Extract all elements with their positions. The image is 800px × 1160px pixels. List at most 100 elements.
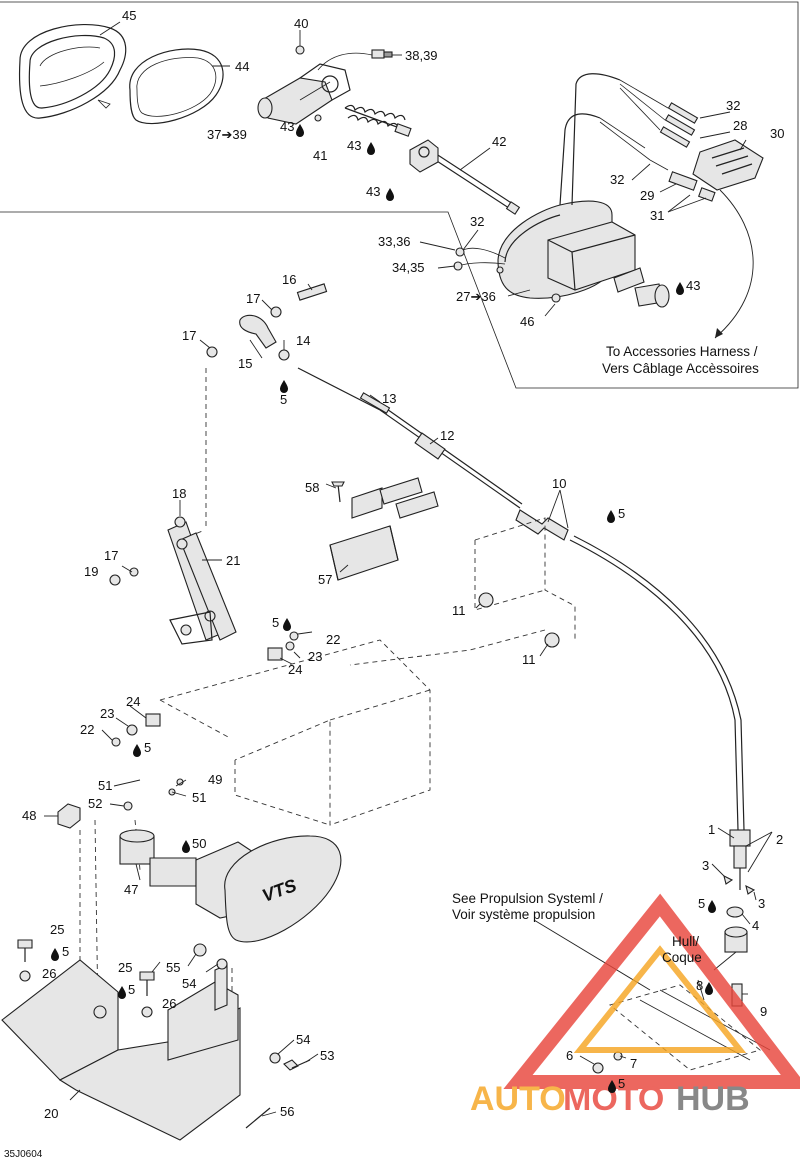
callout-label: 12: [440, 428, 454, 443]
callout-label: 53: [320, 1048, 334, 1063]
callout-label: 15: [238, 356, 252, 371]
shift-cable: [297, 367, 751, 847]
callout-label: 56: [280, 1104, 294, 1119]
callout-label: 24: [288, 662, 302, 677]
callout-label: 43: [280, 119, 294, 134]
callout-label: 45: [122, 8, 136, 23]
screw-part: [295, 45, 305, 55]
callout-label: 5: [280, 392, 287, 407]
callout-label: 3: [758, 896, 765, 911]
gauge-housing-part: [18, 23, 127, 119]
callout-label: 54: [182, 976, 196, 991]
watermark-logo: AUTO MOTO HUB: [470, 893, 800, 1118]
callout-label: 16: [282, 272, 296, 287]
callout-label: 33,36: [378, 234, 411, 249]
callout-label: 54: [296, 1032, 310, 1047]
callout-label: 38,39: [405, 48, 438, 63]
callout-label: 30: [770, 126, 784, 141]
callout-label: 11: [522, 652, 536, 667]
droplet-icon: [608, 1080, 616, 1093]
fastener-parts: [57, 567, 560, 829]
callout-label: 32: [470, 214, 484, 229]
accessories-note-line2: Vers Câblage Accèssoires: [602, 361, 759, 376]
callout-label: 58: [305, 480, 319, 495]
propulsion-note-line2: Voir système propulsion: [452, 907, 595, 922]
callout-label: 32: [726, 98, 740, 113]
callout-label: 43: [347, 138, 361, 153]
droplet-icon: [51, 948, 59, 961]
shaft-part: [409, 139, 521, 215]
callout-label: 51: [98, 778, 112, 793]
module-part: [329, 477, 439, 581]
callout-label: 44: [235, 59, 249, 74]
callout-label: 5: [128, 982, 135, 997]
callout-label: 37➔39: [207, 127, 247, 142]
callout-label: 46: [520, 314, 534, 329]
connector-parts: [599, 79, 764, 202]
callout-label: 52: [88, 796, 102, 811]
callout-label: 17: [246, 291, 260, 306]
hull-note-line2: Coque: [662, 950, 702, 965]
motor-part: [257, 63, 351, 125]
callout-label: 41: [313, 148, 327, 163]
callout-label: 26: [42, 966, 56, 981]
droplet-icon: [296, 124, 304, 137]
inset-frame: [0, 1, 799, 389]
callout-label: 43: [366, 184, 380, 199]
hull-note-line1: Hull/: [672, 934, 699, 949]
callout-label: 5: [272, 615, 279, 630]
propulsion-note-line1: See Propulsion Systeml /: [452, 891, 603, 906]
callout-label: 49: [208, 772, 222, 787]
callout-label: 43: [686, 278, 700, 293]
callout-label: 18: [172, 486, 186, 501]
callout-label: 22: [326, 632, 340, 647]
mount-bracket-part: [1, 959, 241, 1141]
droplet-icon: [283, 618, 291, 631]
callout-label: 34,35: [392, 260, 425, 275]
callout-label: 13: [382, 391, 396, 406]
droplet-icon: [118, 986, 126, 999]
linkage-top-parts: [206, 283, 328, 361]
spring-part: [344, 104, 412, 137]
callout-label: 21: [226, 553, 240, 568]
callout-label: 8: [696, 978, 703, 993]
droplet-icon: [133, 744, 141, 757]
callout-label: 14: [296, 333, 310, 348]
callout-label: 40: [294, 16, 308, 31]
bracket-assembly: [79, 368, 576, 1020]
lever-part: [167, 516, 237, 645]
callout-label: 22: [80, 722, 94, 737]
callout-label: 28: [733, 118, 747, 133]
callout-label: 20: [44, 1106, 58, 1121]
callout-label: 5: [62, 944, 69, 959]
callout-label: 7: [630, 1056, 637, 1071]
droplet-icon: [676, 282, 684, 295]
callout-label: 55: [166, 960, 180, 975]
callout-label: 3: [702, 858, 709, 873]
callout-label: 1: [708, 822, 715, 837]
vts-switch-assembly: VTS: [119, 829, 342, 943]
callout-label: 24: [126, 694, 140, 709]
actuator-assembly: [497, 73, 670, 308]
callout-label: 32: [610, 172, 624, 187]
callout-label: 57: [318, 572, 332, 587]
callout-label: 2: [776, 832, 783, 847]
callout-label: 9: [760, 1004, 767, 1019]
callout-label: 10: [552, 476, 566, 491]
droplet-icon: [705, 982, 713, 995]
callout-label: 6: [566, 1048, 573, 1063]
callout-label: 47: [124, 882, 138, 897]
droplet-icon: [708, 900, 716, 913]
callout-label: 5: [144, 740, 151, 755]
callout-label: 4: [752, 918, 759, 933]
droplet-icons: [51, 124, 716, 1093]
callout-label: 25: [50, 922, 64, 937]
watermark-auto: AUTO: [470, 1080, 566, 1118]
leader-lines: [44, 21, 773, 1117]
callout-label: 48: [22, 808, 36, 823]
callout-label: 19: [84, 564, 98, 579]
callout-labels: 45 44 40 38,39 37➔39 43 41 43 4 2 43 32 2…: [22, 8, 784, 1121]
droplet-icon: [367, 142, 375, 155]
callout-label: 17: [104, 548, 118, 563]
